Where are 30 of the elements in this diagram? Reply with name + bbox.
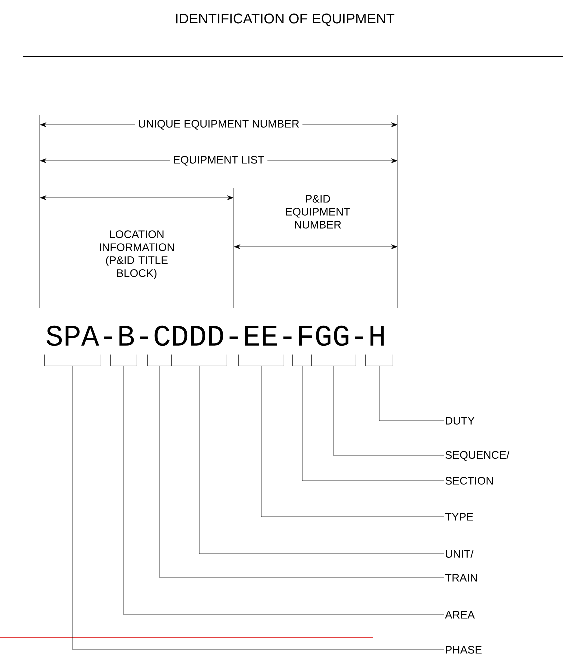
leader-line <box>379 366 444 422</box>
bracket <box>44 354 102 366</box>
leader-line <box>302 366 444 482</box>
title: IDENTIFICATION OF EQUIPMENT <box>176 14 395 26</box>
leader-line <box>334 366 444 456</box>
part-label: UNIT/ <box>446 550 474 558</box>
part-label: PHASE <box>446 646 482 654</box>
dimension-label: EQUIPMENT LIST <box>174 156 264 166</box>
bracket <box>366 354 394 366</box>
bracket <box>312 354 356 366</box>
equipment-code: SPA-B-CDDD-EE-FGG-H <box>46 326 384 346</box>
dimension-label: LOCATION INFORMATION (P&ID TITLE BLOCK) <box>100 230 174 280</box>
part-label: TRAIN <box>445 574 478 582</box>
leader-line <box>199 366 444 554</box>
part-label: SEQUENCE/ <box>446 451 510 461</box>
dimension-label: UNIQUE EQUIPMENT NUMBER <box>139 120 300 130</box>
bracket <box>172 354 228 366</box>
bracket <box>238 354 284 366</box>
leader-line <box>160 366 444 578</box>
part-label: TYPE <box>445 513 474 521</box>
bracket <box>292 354 312 366</box>
dimension-label: P&ID EQUIPMENT NUMBER <box>286 195 350 229</box>
leader-line <box>124 366 444 616</box>
leader-line <box>72 366 444 650</box>
part-label: DUTY <box>446 417 475 425</box>
part-label: SECTION <box>446 477 493 485</box>
part-label: AREA <box>445 611 475 619</box>
bracket <box>148 354 172 366</box>
bracket <box>110 354 138 366</box>
leader-line <box>261 366 444 518</box>
